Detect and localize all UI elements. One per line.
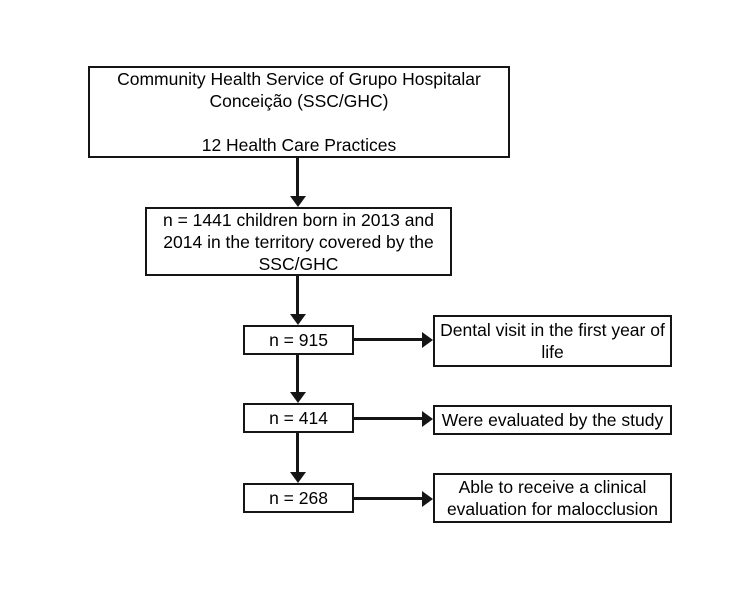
node-n268: n = 268: [243, 483, 354, 513]
service-gap: [98, 112, 500, 134]
node-clinical-eval: Able to receive a clinical evaluation fo…: [433, 473, 672, 523]
node-dental-visit: Dental visit in the first year of life: [433, 315, 672, 367]
arrow-n414-to-evaluated: [354, 417, 422, 420]
service-subtitle: 12 Health Care Practices: [201, 135, 397, 155]
arrow-cohort-to-n915: [296, 276, 299, 314]
arrow-n268-to-clinical-eval: [354, 497, 422, 500]
node-n414: n = 414: [243, 403, 354, 433]
n268-label: n = 268: [269, 488, 328, 508]
arrow-n915-to-n414: [296, 355, 299, 392]
service-title: Community Health Service of Grupo Hospit…: [117, 69, 481, 111]
node-evaluated: Were evaluated by the study: [433, 405, 672, 435]
n915-label: n = 915: [269, 330, 328, 350]
dental-visit-text: Dental visit in the first year of life: [440, 320, 665, 362]
arrow-service-to-cohort: [296, 158, 299, 196]
arrow-n915-to-dental-visit: [354, 338, 422, 341]
node-community-health-service: Community Health Service of Grupo Hospit…: [88, 66, 510, 158]
node-n915: n = 915: [243, 325, 354, 355]
n414-label: n = 414: [269, 408, 328, 428]
evaluated-text: Were evaluated by the study: [441, 410, 664, 430]
node-cohort-1441: n = 1441 children born in 2013 and 2014 …: [145, 207, 452, 276]
arrow-n414-to-n268: [296, 433, 299, 472]
cohort-text: n = 1441 children born in 2013 and 2014 …: [163, 209, 434, 274]
clinical-eval-text: Able to receive a clinical evaluation fo…: [446, 477, 659, 519]
